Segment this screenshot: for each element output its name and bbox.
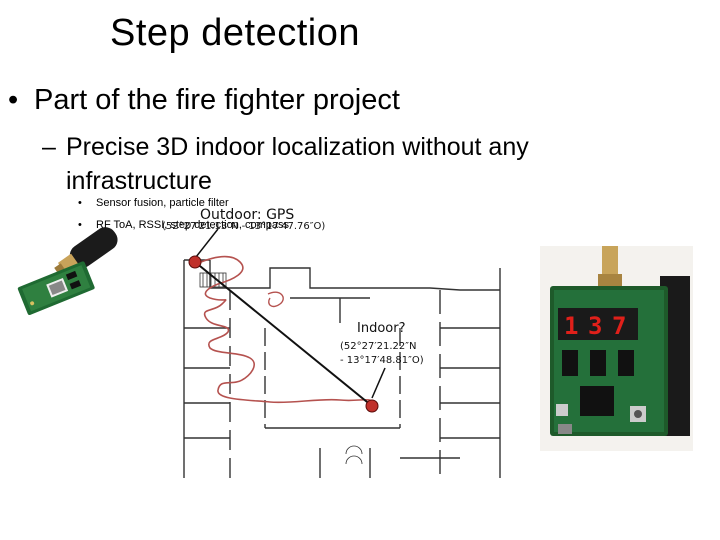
direct-line	[194, 261, 373, 407]
bullet-text: Part of the fire fighter project	[34, 84, 400, 116]
walking-path	[195, 255, 377, 409]
slide-title: Step detection	[110, 12, 360, 54]
led-digit-3: 7	[612, 312, 626, 340]
floor-plan	[183, 255, 501, 478]
indoor-coordinates-line1: (52°27′21.22″N	[340, 341, 417, 352]
led-digit-2: 3	[588, 312, 602, 340]
bullet-level-1: • Part of the fire fighter project	[8, 84, 400, 117]
indoor-coordinates-line2: - 13°17′48.81″O)	[340, 355, 424, 366]
bullet-level-2: –Precise 3D indoor localization without …	[42, 130, 602, 198]
outdoor-marker	[188, 255, 202, 269]
outdoor-label: Outdoor: GPS	[200, 207, 295, 223]
bullet-text-line2: infrastructure	[66, 167, 212, 195]
led-digit-1: 1	[564, 312, 578, 340]
indoor-coordinates: (52°27′21.22″N - 13°17′48.81″O)	[340, 340, 424, 368]
bullet-text: RF ToA, RSSI, step detection, compass	[96, 219, 289, 231]
bullet-dot: •	[78, 197, 82, 209]
pointer-line-outdoor	[195, 228, 219, 258]
bullet-text-line1: Precise 3D indoor localization without a…	[66, 133, 529, 161]
indoor-marker	[365, 399, 379, 413]
outdoor-coordinates: (52°27′21.13″N - 13°17′47.76″O)	[162, 221, 326, 232]
pointer-line-indoor	[371, 367, 386, 399]
bullet-text: Sensor fusion, particle filter	[96, 197, 229, 209]
bullet-level-3: • RF ToA, RSSI, step detection, compass	[78, 219, 289, 232]
sensor-module-image	[17, 227, 118, 315]
bullet-level-3: • Sensor fusion, particle filter	[78, 197, 229, 210]
bullet-dot: •	[78, 219, 82, 231]
indoor-label: Indoor?	[357, 321, 406, 336]
bullet-dot: •	[8, 84, 19, 116]
led-display: 1 3 7	[564, 312, 626, 340]
bullet-dash: –	[42, 133, 56, 161]
sensor-board-image: 1 3 7	[540, 246, 693, 451]
